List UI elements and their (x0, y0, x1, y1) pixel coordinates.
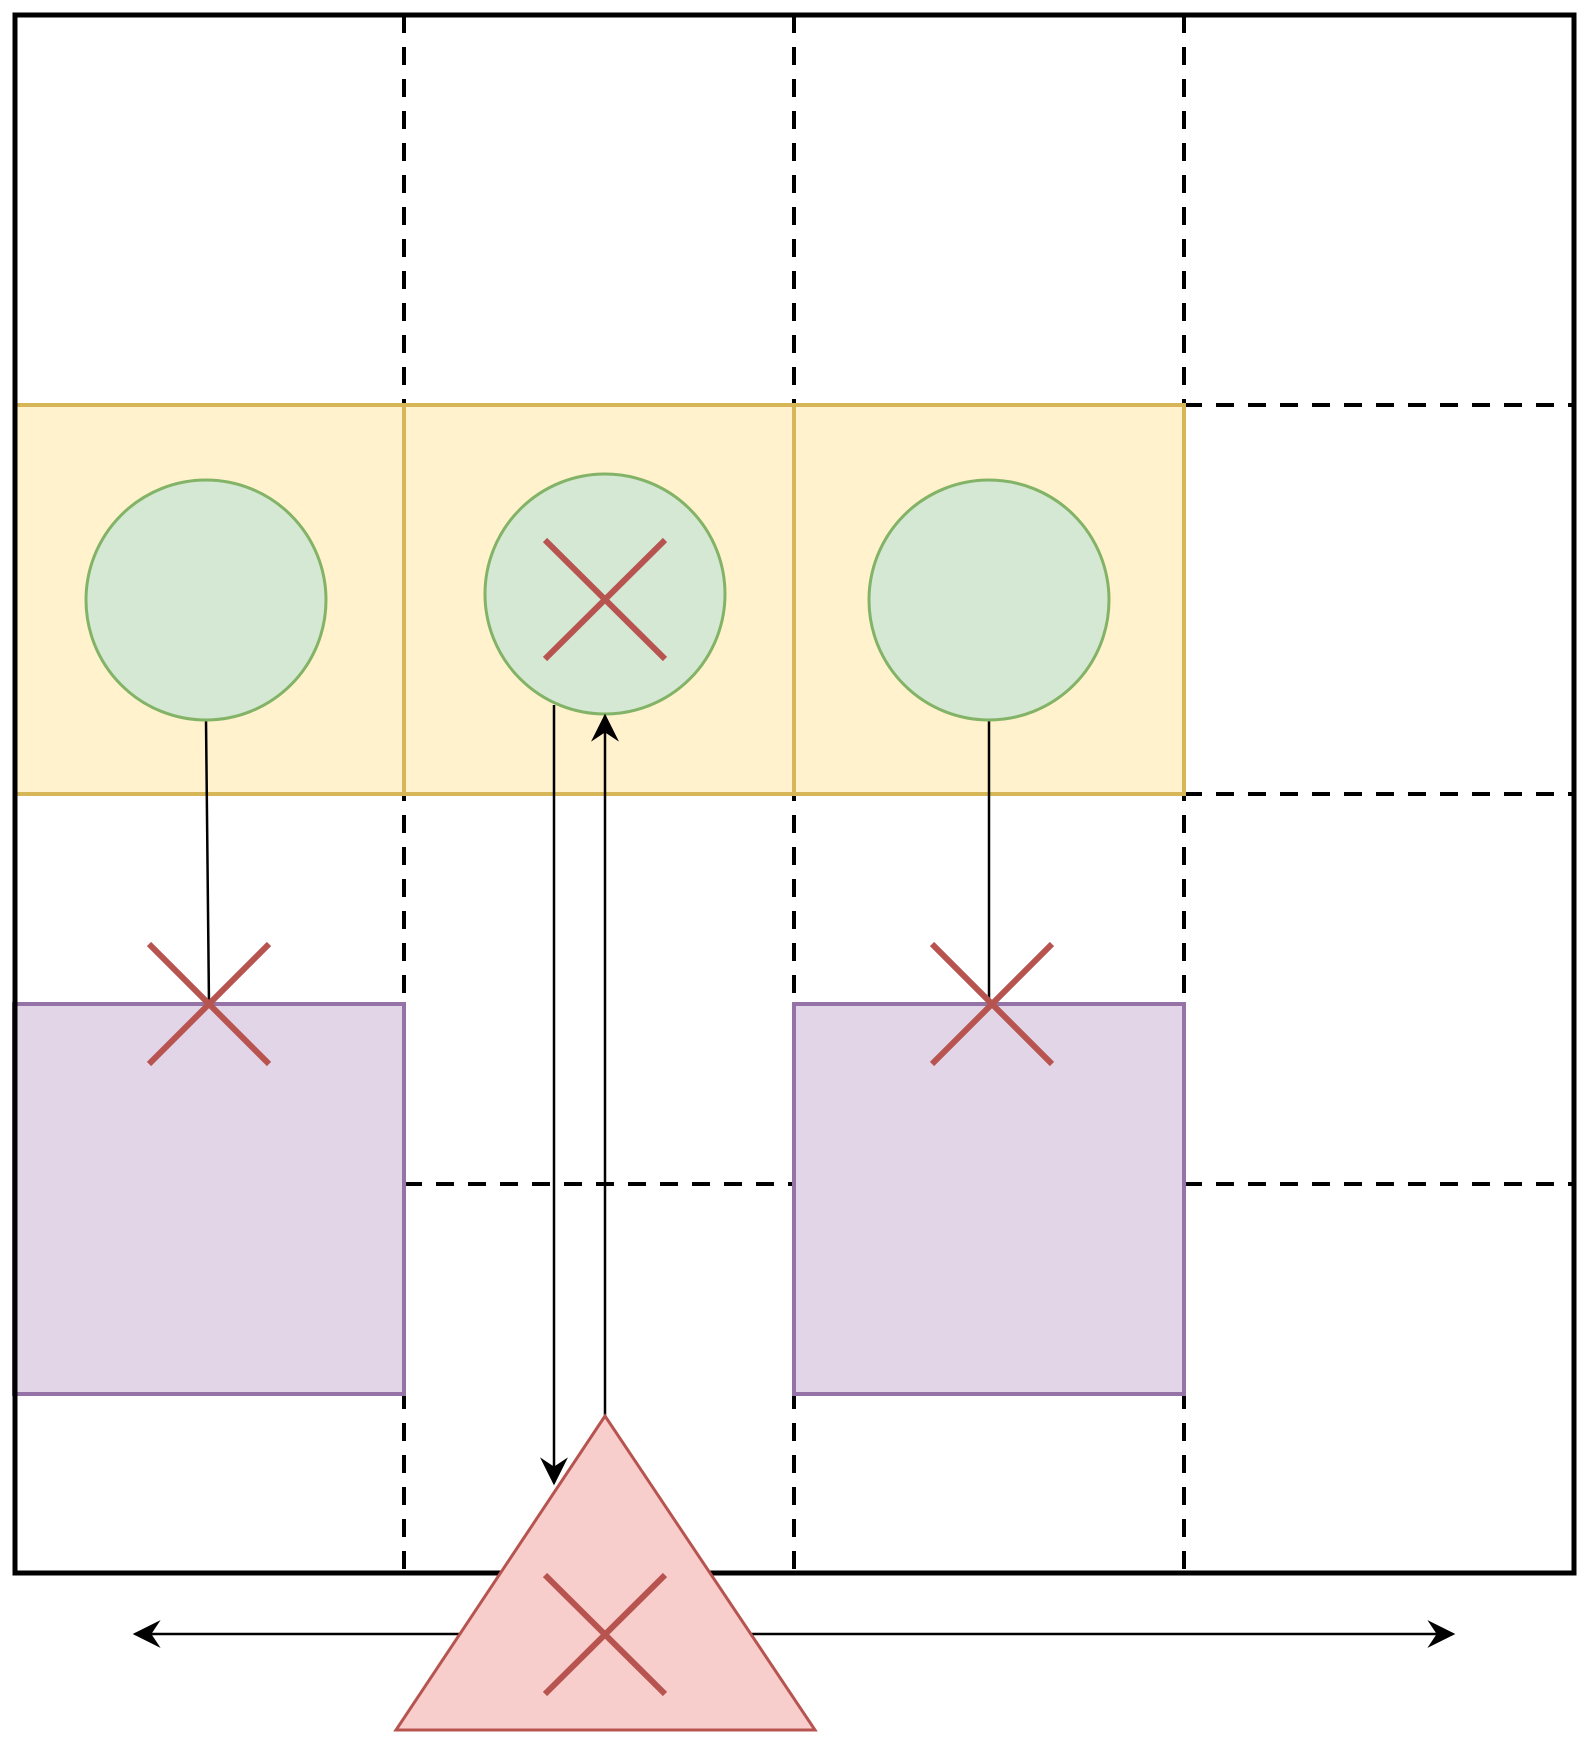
cross-icon-triangle (542, 1572, 668, 1697)
circle-col-3 (867, 478, 1111, 722)
square-col-3 (792, 1002, 1186, 1396)
grid-border (12, 12, 1577, 1576)
cross-icon-square-col-1 (146, 941, 272, 1067)
circle-col-2 (483, 472, 727, 716)
cross-marks (146, 537, 1055, 1697)
connector-circle1-square1 (204, 719, 211, 1006)
circle-col-1 (84, 478, 328, 722)
cross-icon-square-col-3 (929, 941, 1055, 1067)
triangle-bottom (393, 1413, 818, 1732)
square-col-1 (12, 1002, 406, 1396)
highlight-cell-1 (13, 403, 406, 796)
cross-icon-circle-col-2 (542, 537, 668, 662)
